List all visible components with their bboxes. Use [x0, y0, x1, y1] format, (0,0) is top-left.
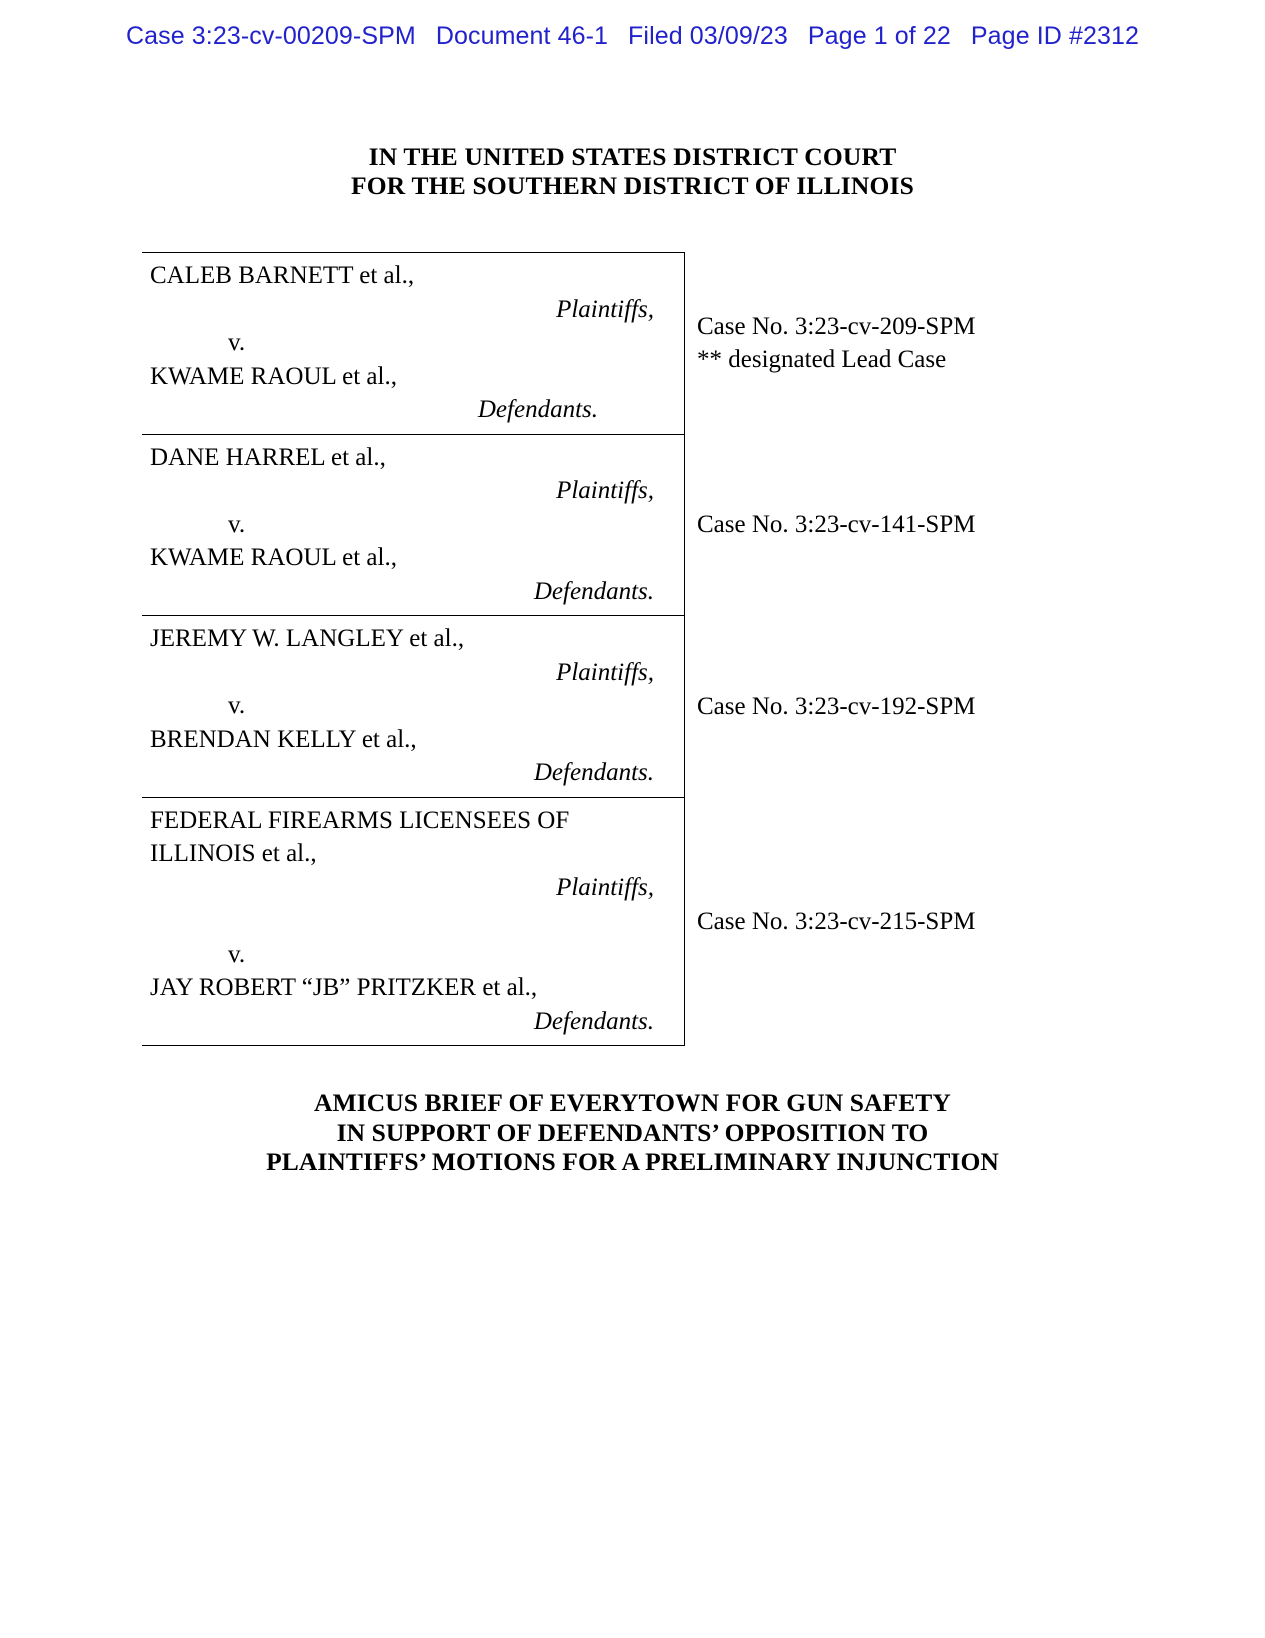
caption-row: CALEB BARNETT et al., Plaintiffs, v. KWA…: [142, 252, 976, 434]
ecf-page-number: Page 1 of 22: [807, 22, 951, 50]
defendant-name: BRENDAN KELLY et al.,: [150, 725, 417, 753]
caption-parties-cell: JEREMY W. LANGLEY et al., Plaintiffs, v.…: [142, 615, 685, 797]
versus-label: v.: [228, 510, 246, 538]
case-number: Case No. 3:23-cv-209-SPM: [697, 312, 976, 340]
versus-label: v.: [228, 692, 246, 719]
versus-label: v.: [228, 940, 246, 968]
brief-title-line-2: IN SUPPORT OF DEFENDANTS’ OPPOSITION TO: [336, 1117, 929, 1147]
defendant-name: JAY ROBERT “JB” PRITZKER et al.,: [150, 974, 538, 1001]
plaintiff-name-line-2: ILLINOIS et al.,: [150, 840, 317, 867]
ecf-header-stamp: Case 3:23-cv-00209-SPM Document 46-1 Filed…: [0, 22, 1265, 51]
plaintiff-name: FEDERAL FIREARMS LICENSEES OF: [150, 806, 570, 834]
court-heading-line-1: IN THE UNITED STATES DISTRICT COURT: [368, 142, 897, 171]
case-number: Case No. 3:23-cv-215-SPM: [697, 907, 976, 935]
defendant-name: KWAME RAOUL et al.,: [150, 362, 397, 390]
ecf-page-id: Page ID #2312: [970, 22, 1140, 50]
plaintiff-role-label: Plaintiffs,: [556, 658, 654, 686]
caption-parties-cell: FEDERAL FIREARMS LICENSEES OF ILLINOIS e…: [142, 796, 685, 1046]
caption-case-number-cell: Case No. 3:23-cv-141-SPM: [684, 434, 976, 616]
caption-spacer: [150, 904, 676, 938]
plaintiff-name: JEREMY W. LANGLEY et al.,: [150, 625, 465, 652]
versus-label: v.: [228, 329, 246, 356]
court-heading-line-2: FOR THE SOUTHERN DISTRICT OF ILLINOIS: [350, 171, 915, 200]
defendant-role-label: Defendants.: [533, 577, 654, 605]
case-number: Case No. 3:23-cv-192-SPM: [697, 692, 976, 720]
ecf-document-number: Document 46-1: [435, 22, 609, 50]
plaintiff-role-label: Plaintiffs,: [556, 873, 654, 901]
caption-row: FEDERAL FIREARMS LICENSEES OF ILLINOIS e…: [142, 796, 976, 1046]
brief-title-line-3: PLAINTIFFS’ MOTIONS FOR A PRELIMINARY IN…: [266, 1147, 999, 1176]
court-heading: IN THE UNITED STATES DISTRICT COURT FOR …: [0, 142, 1265, 200]
plaintiff-name: CALEB BARNETT et al.,: [150, 262, 415, 289]
caption-parties-cell: DANE HARREL et al., Plaintiffs, v. KWAME…: [142, 433, 685, 616]
defendant-role-label: Defendants.: [533, 759, 654, 786]
lead-case-note: ** designated Lead Case: [697, 346, 947, 374]
plaintiff-role-label: Plaintiffs,: [556, 295, 654, 323]
brief-title: AMICUS BRIEF OF EVERYTOWN FOR GUN SAFETY…: [0, 1088, 1265, 1177]
case-number: Case No. 3:23-cv-141-SPM: [697, 511, 976, 538]
caption-row: DANE HARREL et al., Plaintiffs, v. KWAME…: [142, 433, 976, 616]
defendant-role-label: Defendants.: [477, 396, 598, 423]
ecf-case-number: Case 3:23-cv-00209-SPM: [125, 22, 416, 50]
caption-case-number-cell: Case No. 3:23-cv-209-SPM ** designated L…: [684, 252, 976, 434]
case-caption-table: CALEB BARNETT et al., Plaintiffs, v. KWA…: [142, 252, 976, 1046]
caption-case-number-cell: Case No. 3:23-cv-215-SPM: [684, 797, 976, 1046]
caption-parties-cell: CALEB BARNETT et al., Plaintiffs, v. KWA…: [142, 252, 685, 434]
plaintiff-name: DANE HARREL et al.,: [150, 443, 386, 471]
caption-case-number-cell: Case No. 3:23-cv-192-SPM: [684, 615, 976, 797]
brief-title-line-1: AMICUS BRIEF OF EVERYTOWN FOR GUN SAFETY: [314, 1088, 951, 1117]
caption-row: JEREMY W. LANGLEY et al., Plaintiffs, v.…: [142, 615, 976, 797]
defendant-name: KWAME RAOUL et al.,: [150, 544, 397, 571]
defendant-role-label: Defendants.: [533, 1007, 654, 1035]
plaintiff-role-label: Plaintiffs,: [556, 477, 654, 504]
ecf-filed-date: Filed 03/09/23: [628, 22, 788, 50]
